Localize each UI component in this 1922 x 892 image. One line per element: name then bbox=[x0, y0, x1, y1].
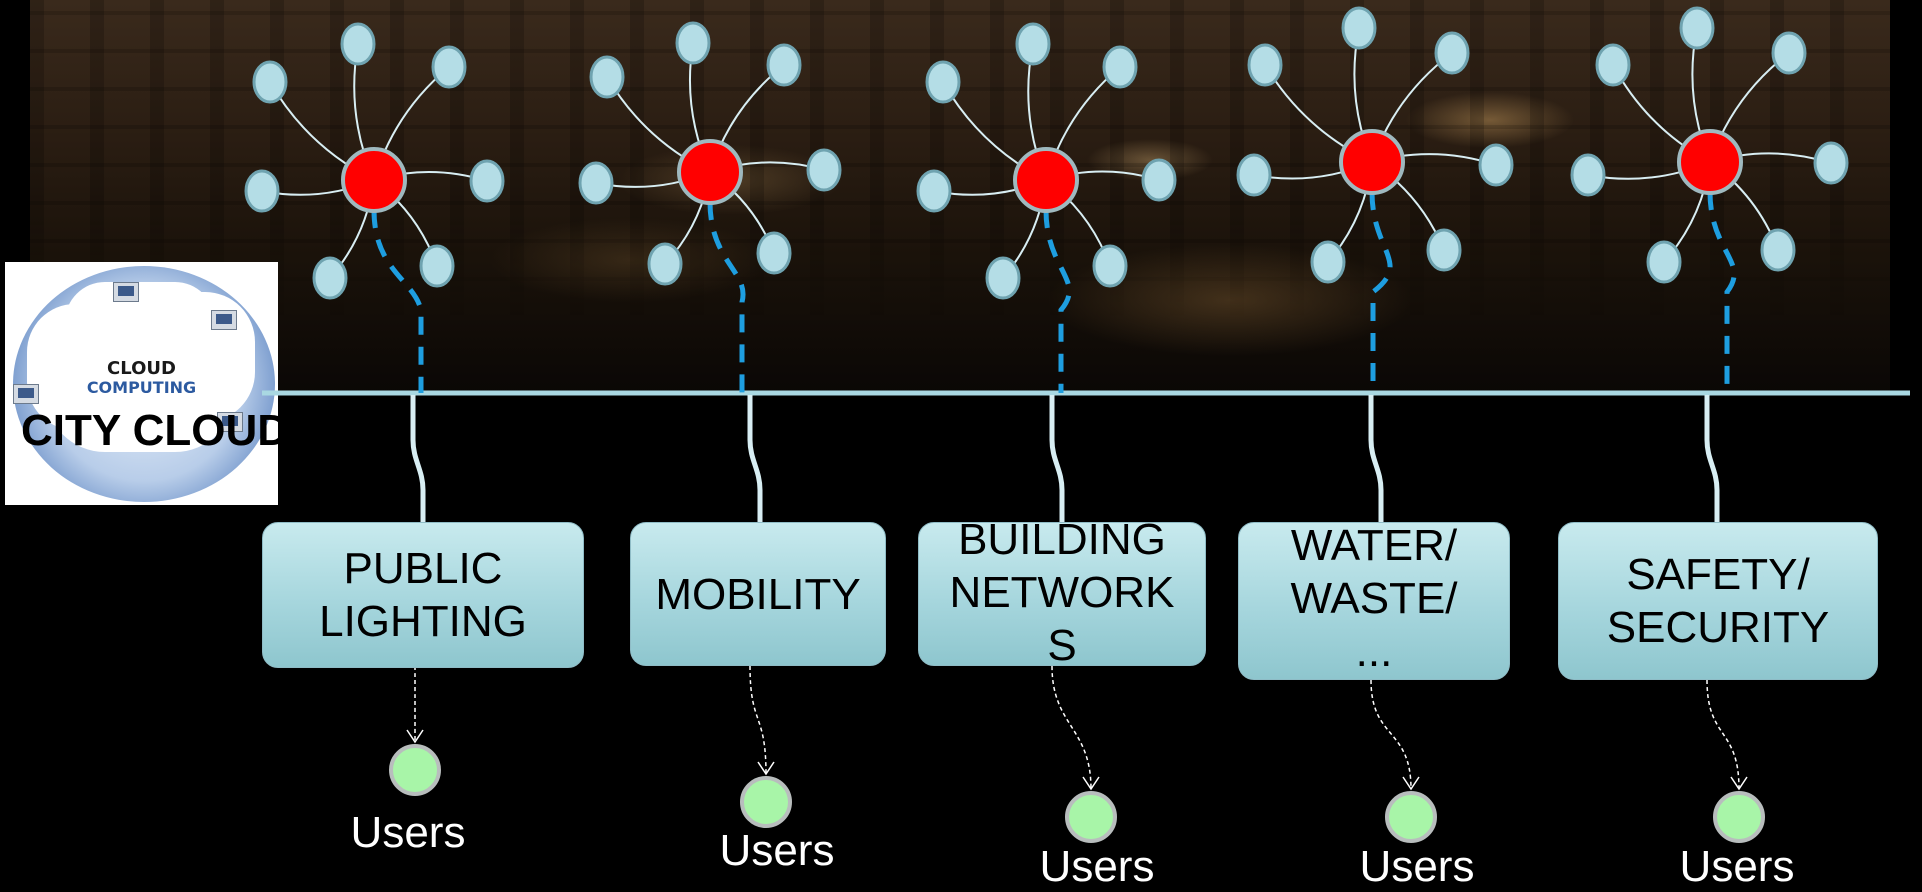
city-cloud-logo: CLOUD COMPUTING CITY CLOUD bbox=[5, 262, 278, 505]
dashed-uplink bbox=[1369, 191, 1393, 393]
sensor-node-icon bbox=[1760, 228, 1796, 272]
arrowhead-icon bbox=[1082, 776, 1100, 791]
sensor-node-icon bbox=[312, 256, 348, 300]
sensor-node-icon bbox=[1141, 158, 1177, 202]
cloud-icon bbox=[45, 302, 235, 452]
sensor-node-icon bbox=[1247, 43, 1283, 87]
bus-to-domain-connector bbox=[1704, 395, 1720, 522]
users-label: Users bbox=[719, 826, 835, 875]
arrowhead-icon bbox=[406, 729, 424, 744]
sensor-node-icon bbox=[916, 169, 952, 213]
sensor-node-icon bbox=[675, 21, 711, 65]
sensor-node-icon bbox=[766, 43, 802, 87]
user-node-icon bbox=[1385, 791, 1437, 843]
sensor-node-icon bbox=[469, 159, 505, 203]
computer-icon bbox=[217, 412, 243, 432]
sensor-node-icon bbox=[925, 60, 961, 104]
red-hub-node-icon bbox=[1013, 147, 1079, 213]
dotted-arrow bbox=[1706, 679, 1740, 790]
computer-icon bbox=[13, 384, 39, 404]
red-hub-node-icon bbox=[341, 147, 407, 213]
computer-icon bbox=[113, 282, 139, 302]
dashed-uplink bbox=[1043, 209, 1072, 393]
red-hub-node-icon bbox=[1339, 129, 1405, 195]
sensor-node-icon bbox=[1015, 22, 1051, 66]
logo-text-computing: COMPUTING bbox=[86, 378, 197, 397]
bus-to-domain-connector bbox=[747, 395, 763, 522]
sensor-node-icon bbox=[431, 45, 467, 89]
user-node-icon bbox=[1065, 791, 1117, 843]
users-label: Users bbox=[1679, 842, 1795, 891]
dashed-uplink bbox=[1707, 191, 1737, 393]
computer-icon bbox=[211, 310, 237, 330]
arrowhead-icon bbox=[757, 761, 775, 776]
sensor-node-icon bbox=[252, 60, 288, 104]
bus-to-domain-connector bbox=[1368, 395, 1384, 522]
users-label: Users bbox=[1359, 842, 1475, 891]
arrowhead-icon bbox=[1402, 776, 1420, 791]
dashed-uplink bbox=[371, 209, 424, 393]
domain-label: WATER/ WASTE/ ... bbox=[1290, 522, 1458, 676]
domain-box-public-lighting: PUBLIC LIGHTING bbox=[262, 522, 584, 668]
bus-to-domain-connector bbox=[1049, 395, 1065, 522]
sensor-node-icon bbox=[589, 55, 625, 99]
sensor-node-icon bbox=[756, 231, 792, 275]
domain-label: PUBLIC LIGHTING bbox=[319, 544, 527, 646]
sensor-node-icon bbox=[1310, 240, 1346, 284]
sensor-node-icon bbox=[419, 244, 455, 288]
night-street-photo bbox=[30, 0, 1890, 395]
domain-label: MOBILITY bbox=[655, 569, 861, 619]
sensor-node-icon bbox=[1646, 240, 1682, 284]
sensor-node-icon bbox=[340, 22, 376, 66]
user-node-icon bbox=[1713, 791, 1765, 843]
users-label: Users bbox=[350, 808, 466, 857]
red-hub-node-icon bbox=[1677, 129, 1743, 195]
bus-to-domain-connector bbox=[410, 395, 426, 522]
sensor-node-icon bbox=[1771, 31, 1807, 75]
sensor-node-icon bbox=[244, 169, 280, 213]
sensor-node-icon bbox=[1434, 31, 1470, 75]
arrowhead-icon bbox=[1730, 776, 1748, 791]
sensor-node-icon bbox=[578, 161, 614, 205]
domain-box-safety-security: SAFETY/ SECURITY bbox=[1558, 522, 1878, 680]
logo-text-cloud: CLOUD bbox=[107, 358, 176, 379]
sensor-node-icon bbox=[985, 256, 1021, 300]
sensor-node-icon bbox=[647, 242, 683, 286]
sensor-node-icon bbox=[806, 148, 842, 192]
dashed-uplink bbox=[707, 201, 746, 393]
dotted-arrow bbox=[749, 665, 767, 775]
domain-box-building-networks: BUILDING NETWORKS bbox=[918, 522, 1206, 666]
sensor-node-icon bbox=[1341, 6, 1377, 50]
domain-label: BUILDING NETWORKS bbox=[949, 522, 1175, 666]
sensor-node-icon bbox=[1595, 43, 1631, 87]
dotted-arrow bbox=[1370, 679, 1412, 790]
red-hub-node-icon bbox=[677, 139, 743, 205]
domain-box-water-waste: WATER/ WASTE/ ... bbox=[1238, 522, 1510, 680]
sensor-node-icon bbox=[1679, 6, 1715, 50]
sensor-node-icon bbox=[1236, 153, 1272, 197]
sensor-node-icon bbox=[1092, 244, 1128, 288]
dotted-arrow bbox=[1051, 665, 1092, 790]
users-label: Users bbox=[1039, 842, 1155, 891]
user-node-icon bbox=[389, 744, 441, 796]
sensor-node-icon bbox=[1426, 228, 1462, 272]
user-node-icon bbox=[740, 776, 792, 828]
sensor-node-icon bbox=[1813, 141, 1849, 185]
sensor-node-icon bbox=[1570, 153, 1606, 197]
domain-label: SAFETY/ SECURITY bbox=[1606, 550, 1830, 652]
domain-box-mobility: MOBILITY bbox=[630, 522, 886, 666]
sensor-node-icon bbox=[1102, 45, 1138, 89]
sensor-node-icon bbox=[1478, 143, 1514, 187]
logo-text-city-cloud: CITY CLOUD bbox=[20, 406, 278, 455]
